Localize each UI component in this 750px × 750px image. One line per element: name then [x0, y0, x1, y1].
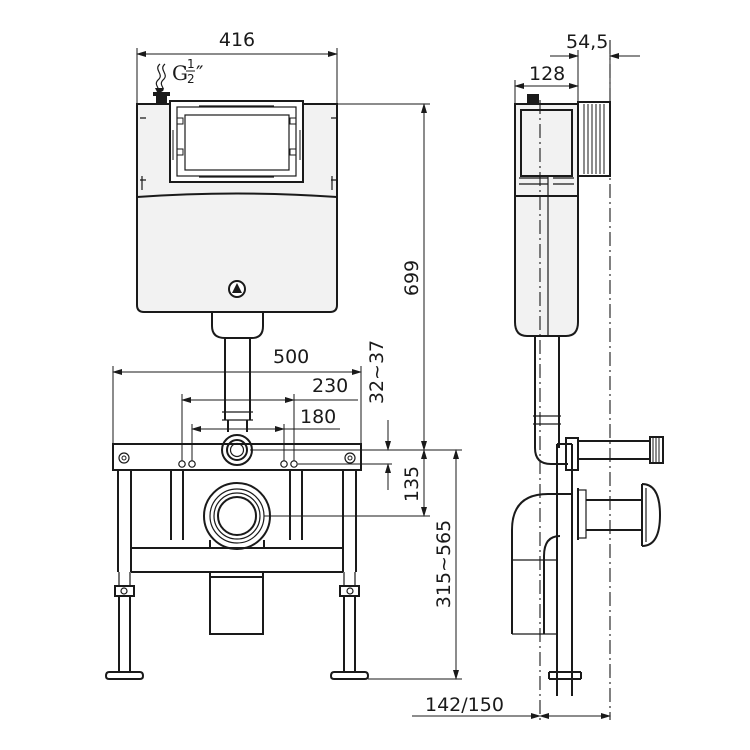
svg-text:″: ″ [196, 61, 203, 85]
dim-500: 500 [112, 346, 362, 444]
side-offset-label: 54,5 [566, 31, 608, 53]
flush-pipe [221, 338, 253, 466]
bracket-height-label: 135 [401, 466, 423, 502]
dim-32-37: 32~37 [298, 340, 392, 490]
dim-54-5: 54,5 [550, 31, 640, 100]
side-depth-label: 128 [529, 63, 565, 85]
dim-416: 416 [136, 29, 338, 104]
dim-180: 180 [191, 406, 340, 461]
dim-135: 135 [264, 449, 430, 517]
side-waste-elbow [511, 483, 662, 635]
waste-outlet [203, 482, 271, 635]
svg-text:2: 2 [187, 72, 195, 86]
wall-distance-label: 142/150 [425, 694, 504, 716]
actuator-frame [169, 100, 304, 183]
inlet-connector [153, 63, 170, 104]
tank-width-label: 416 [219, 29, 255, 51]
svg-text:1: 1 [187, 57, 195, 71]
svg-text:G: G [172, 61, 188, 85]
side-frame [548, 443, 582, 696]
side-view: 128 54,5 142/150 [412, 31, 664, 720]
logo-icon [228, 280, 246, 298]
dim-230: 230 [181, 375, 358, 461]
dim-128: 128 [514, 63, 579, 104]
mounting-frame [104, 443, 370, 680]
dim-142-150: 142/150 [412, 694, 611, 719]
inlet-size-label: G 1 2 ″ [172, 57, 203, 86]
hole-spacing-outer-label: 230 [312, 375, 348, 397]
front-view: 416 G 1 2 ″ 500 230 180 [104, 29, 462, 680]
frame-width-label: 500 [273, 346, 309, 368]
side-cistern [514, 94, 611, 337]
side-flush-pipe [533, 336, 664, 471]
frame-height-label: 315~565 [433, 520, 455, 608]
dim-315-565: 315~565 [361, 449, 462, 680]
total-height-label: 699 [401, 260, 423, 296]
hole-spacing-inner-label: 180 [300, 406, 336, 428]
adjust-range-label: 32~37 [366, 340, 388, 404]
